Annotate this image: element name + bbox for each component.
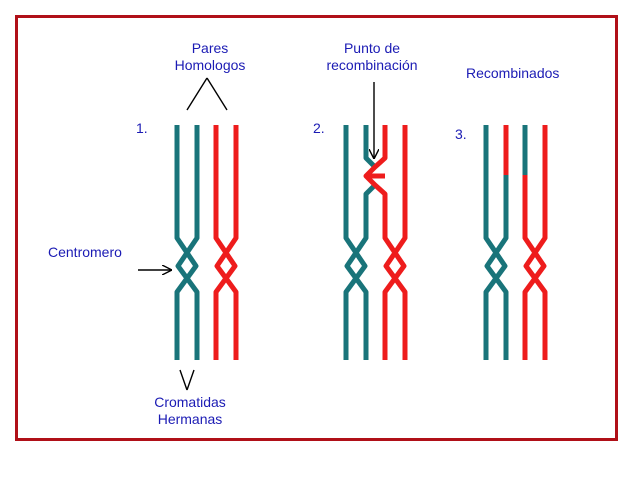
chromatid-1c (213, 125, 238, 360)
chromosome-pair-3 (483, 125, 548, 360)
chromosome-2-teal (343, 125, 377, 360)
chromatid-3a (483, 125, 508, 360)
chromatid-1d (214, 125, 239, 360)
label-punto-recombinacion: Punto de recombinación (326, 40, 418, 73)
chromatid-1b (175, 125, 200, 360)
homologos-pointer (186, 77, 228, 111)
chromosome-2-red (363, 125, 408, 360)
step-number-1: 1. (136, 120, 148, 136)
label-cromatidas-hermanas: Cromatidas Hermanas (154, 394, 226, 427)
diagram-frame (15, 15, 618, 441)
chromatid-2a (343, 125, 368, 360)
chromatid-3c-lower (522, 175, 547, 360)
chromatid-3d (523, 125, 548, 360)
chromosome-pair-1 (174, 125, 239, 360)
chromosome-3-teal (483, 125, 528, 360)
chromosome-1-teal (174, 125, 200, 360)
chromosome-pair-2 (343, 125, 408, 360)
cromatidas-pointer (179, 369, 195, 391)
step-number-2: 2. (313, 120, 325, 136)
label-pares-homologos: Pares Homologos (174, 40, 246, 73)
label-centromero: Centromero (48, 244, 122, 260)
chromosome-3-red (503, 125, 548, 360)
label-recombinados: Recombinados (466, 65, 560, 81)
chromatid-2b (363, 125, 377, 169)
chromatid-2b-lower (344, 183, 377, 360)
chromatid-2d (383, 125, 408, 360)
pointer-lines (138, 77, 374, 391)
chromatid-1a (174, 125, 199, 360)
step-number-3: 3. (455, 126, 467, 142)
chromosome-1-red (213, 125, 239, 360)
chromatid-3b-lower (484, 175, 509, 360)
